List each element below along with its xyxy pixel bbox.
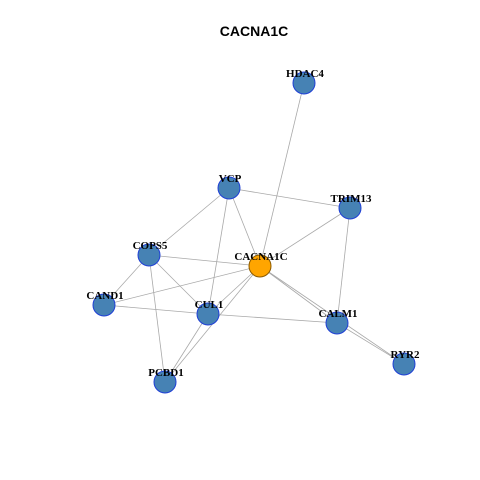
node-label-vcp: VCP bbox=[219, 173, 242, 185]
edge-cacna1c-cand1 bbox=[103, 265, 261, 306]
node-cops5 bbox=[137, 243, 161, 267]
edges-layer bbox=[103, 82, 405, 383]
edge-vcp-cacna1c bbox=[228, 187, 261, 267]
edge-cacna1c-cul1 bbox=[207, 265, 261, 315]
node-calm1 bbox=[325, 311, 349, 335]
node-cul1 bbox=[196, 302, 220, 326]
node-label-trim13: TRIM13 bbox=[331, 193, 372, 205]
edge-cand1-cul1 bbox=[103, 304, 209, 315]
edge-trim13-calm1 bbox=[336, 207, 351, 324]
nodes-layer bbox=[92, 71, 416, 394]
node-label-cacna1c: CACNA1C bbox=[234, 251, 287, 263]
node-cacna1c bbox=[248, 254, 272, 278]
edge-cul1-calm1 bbox=[207, 313, 338, 324]
node-cand1 bbox=[92, 293, 116, 317]
graph-title: CACNA1C bbox=[220, 23, 288, 39]
edge-vcp-cops5 bbox=[148, 187, 230, 256]
edge-cops5-cacna1c bbox=[148, 254, 261, 267]
edge-trim13-cacna1c bbox=[259, 207, 351, 267]
node-label-cul1: CUL1 bbox=[195, 299, 224, 311]
node-label-pcbd1: PCBD1 bbox=[148, 367, 183, 379]
edge-cops5-cul1 bbox=[148, 254, 209, 315]
edge-calm1-ryr2 bbox=[336, 322, 405, 365]
edge-cacna1c-calm1 bbox=[259, 265, 338, 324]
node-label-ryr2: RYR2 bbox=[391, 349, 420, 361]
node-ryr2 bbox=[392, 352, 416, 376]
node-label-cops5: COPS5 bbox=[133, 240, 168, 252]
node-label-calm1: CALM1 bbox=[318, 308, 357, 320]
edge-hdac4-cacna1c bbox=[259, 82, 305, 267]
node-vcp bbox=[217, 176, 241, 200]
node-label-hdac4: HDAC4 bbox=[286, 68, 324, 80]
edge-vcp-cul1 bbox=[207, 187, 230, 315]
node-label-cand1: CAND1 bbox=[86, 290, 123, 302]
node-hdac4 bbox=[292, 71, 316, 95]
edge-vcp-trim13 bbox=[228, 187, 351, 209]
edge-cops5-pcbd1 bbox=[148, 254, 166, 383]
node-pcbd1 bbox=[153, 370, 177, 394]
node-trim13 bbox=[338, 196, 362, 220]
edge-cul1-pcbd1 bbox=[164, 313, 209, 383]
